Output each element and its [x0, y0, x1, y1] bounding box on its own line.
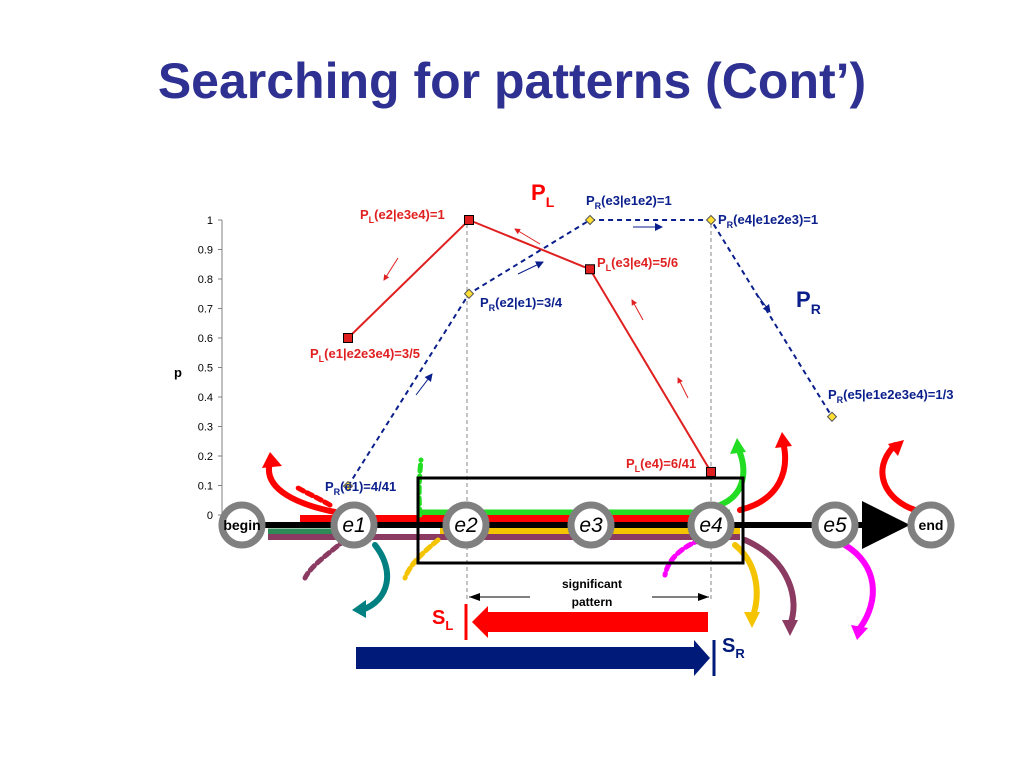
pr-point: [342, 480, 354, 492]
pl-point: [706, 466, 716, 477]
node-circle: [218, 501, 266, 549]
node-label: e4: [699, 514, 722, 537]
y-tick-label: 0.3: [198, 422, 213, 434]
node-e4: e4: [687, 501, 735, 549]
y-tick-label: 0.7: [198, 304, 213, 316]
node-begin: begin: [218, 501, 266, 549]
node-circle: [567, 501, 615, 549]
transition-arrows: [262, 432, 918, 640]
sl-label: SL: [432, 607, 453, 633]
node-circle: [811, 501, 859, 549]
y-tick-label: 0.6: [198, 333, 213, 345]
pr-point: [826, 411, 838, 422]
sr-arrow: SR: [356, 635, 745, 676]
sequence-nodes: begin e1 e2 e3 e4 e5 end: [218, 501, 955, 549]
y-tick-label: 0.1: [198, 481, 213, 493]
y-axis-label: p: [174, 365, 182, 380]
pl-point-label: PL(e3|e4)=5/6: [597, 255, 678, 273]
y-tick-label: 0.2: [198, 451, 213, 463]
node-circle: [330, 501, 378, 549]
node-label: e1: [342, 514, 365, 537]
pr-point-label: PR(e1)=4/41: [325, 479, 396, 497]
pl-point: [464, 215, 474, 225]
significant-pattern-box: [416, 476, 745, 565]
pr-series: PR(e1)=4/41 PR(e2|e1)=3/4 PR(e3|e1e2)=1PR(…: [325, 193, 953, 497]
pl-point: [585, 264, 595, 275]
direction-arrows: [383, 223, 771, 399]
slide-title: Searching for patterns (Cont’): [157, 53, 867, 109]
pr-point-label: PR(e5|e1e2e3e4)=1/3: [828, 387, 953, 405]
node-e2: e2: [442, 501, 490, 549]
pr-series-label: PR: [796, 287, 821, 317]
node-end: end: [907, 501, 955, 549]
pr-series-line: [347, 219, 833, 487]
pr-point: [463, 288, 475, 299]
y-axis: 0 0.1 0.2 0.3 0.4 0.5 0.6 0.7 0.8 0.9 1 p: [174, 215, 223, 522]
node-e3: e3: [567, 501, 615, 549]
pl-point: [343, 333, 353, 343]
y-tick-label: 0.5: [198, 363, 213, 375]
pr-point-label: PR(e4|e1e2e3)=1: [718, 212, 818, 230]
node-label: e3: [579, 514, 603, 537]
pl-point-label: PL(e2|e3e4)=1: [360, 207, 445, 225]
y-tick-label: 0: [207, 510, 213, 522]
pl-series: PL(e1|e2e3e4)=3/5 PL(e2|e3e4)=1PL(e3|e4)=…: [310, 207, 716, 477]
pl-series-line: [347, 218, 712, 473]
node-label: end: [919, 517, 944, 533]
pr-point: [705, 214, 717, 226]
y-tick-label: 0.9: [198, 245, 213, 257]
pr-point: [584, 214, 596, 226]
node-label: e5: [823, 514, 847, 537]
sr-label: SR: [722, 635, 745, 661]
pl-series-label: PL: [531, 180, 555, 210]
sl-arrow: SL: [432, 604, 708, 640]
significant-range: significant pattern: [469, 575, 709, 611]
pl-point-label: PL(e4)=6/41: [626, 456, 696, 474]
pr-point-label: PR(e3|e1e2)=1: [586, 193, 672, 211]
significant-pattern-label-2: pattern: [572, 595, 613, 609]
node-circle: [907, 501, 955, 549]
y-tick-label: 0.8: [198, 274, 213, 286]
node-label: begin: [223, 517, 260, 533]
pl-point-label: PL(e1|e2e3e4)=3/5: [310, 346, 420, 364]
node-circle: [687, 501, 735, 549]
y-tick-label: 1: [207, 215, 213, 227]
node-e1: e1: [330, 501, 378, 549]
node-label: e2: [454, 514, 478, 537]
y-tick-label: 0.4: [198, 392, 213, 404]
node-e5: e5: [811, 501, 859, 549]
pr-point-label: PR(e2|e1)=3/4: [480, 295, 563, 313]
node-circle: [442, 501, 490, 549]
significant-pattern-label-1: significant: [562, 577, 622, 591]
